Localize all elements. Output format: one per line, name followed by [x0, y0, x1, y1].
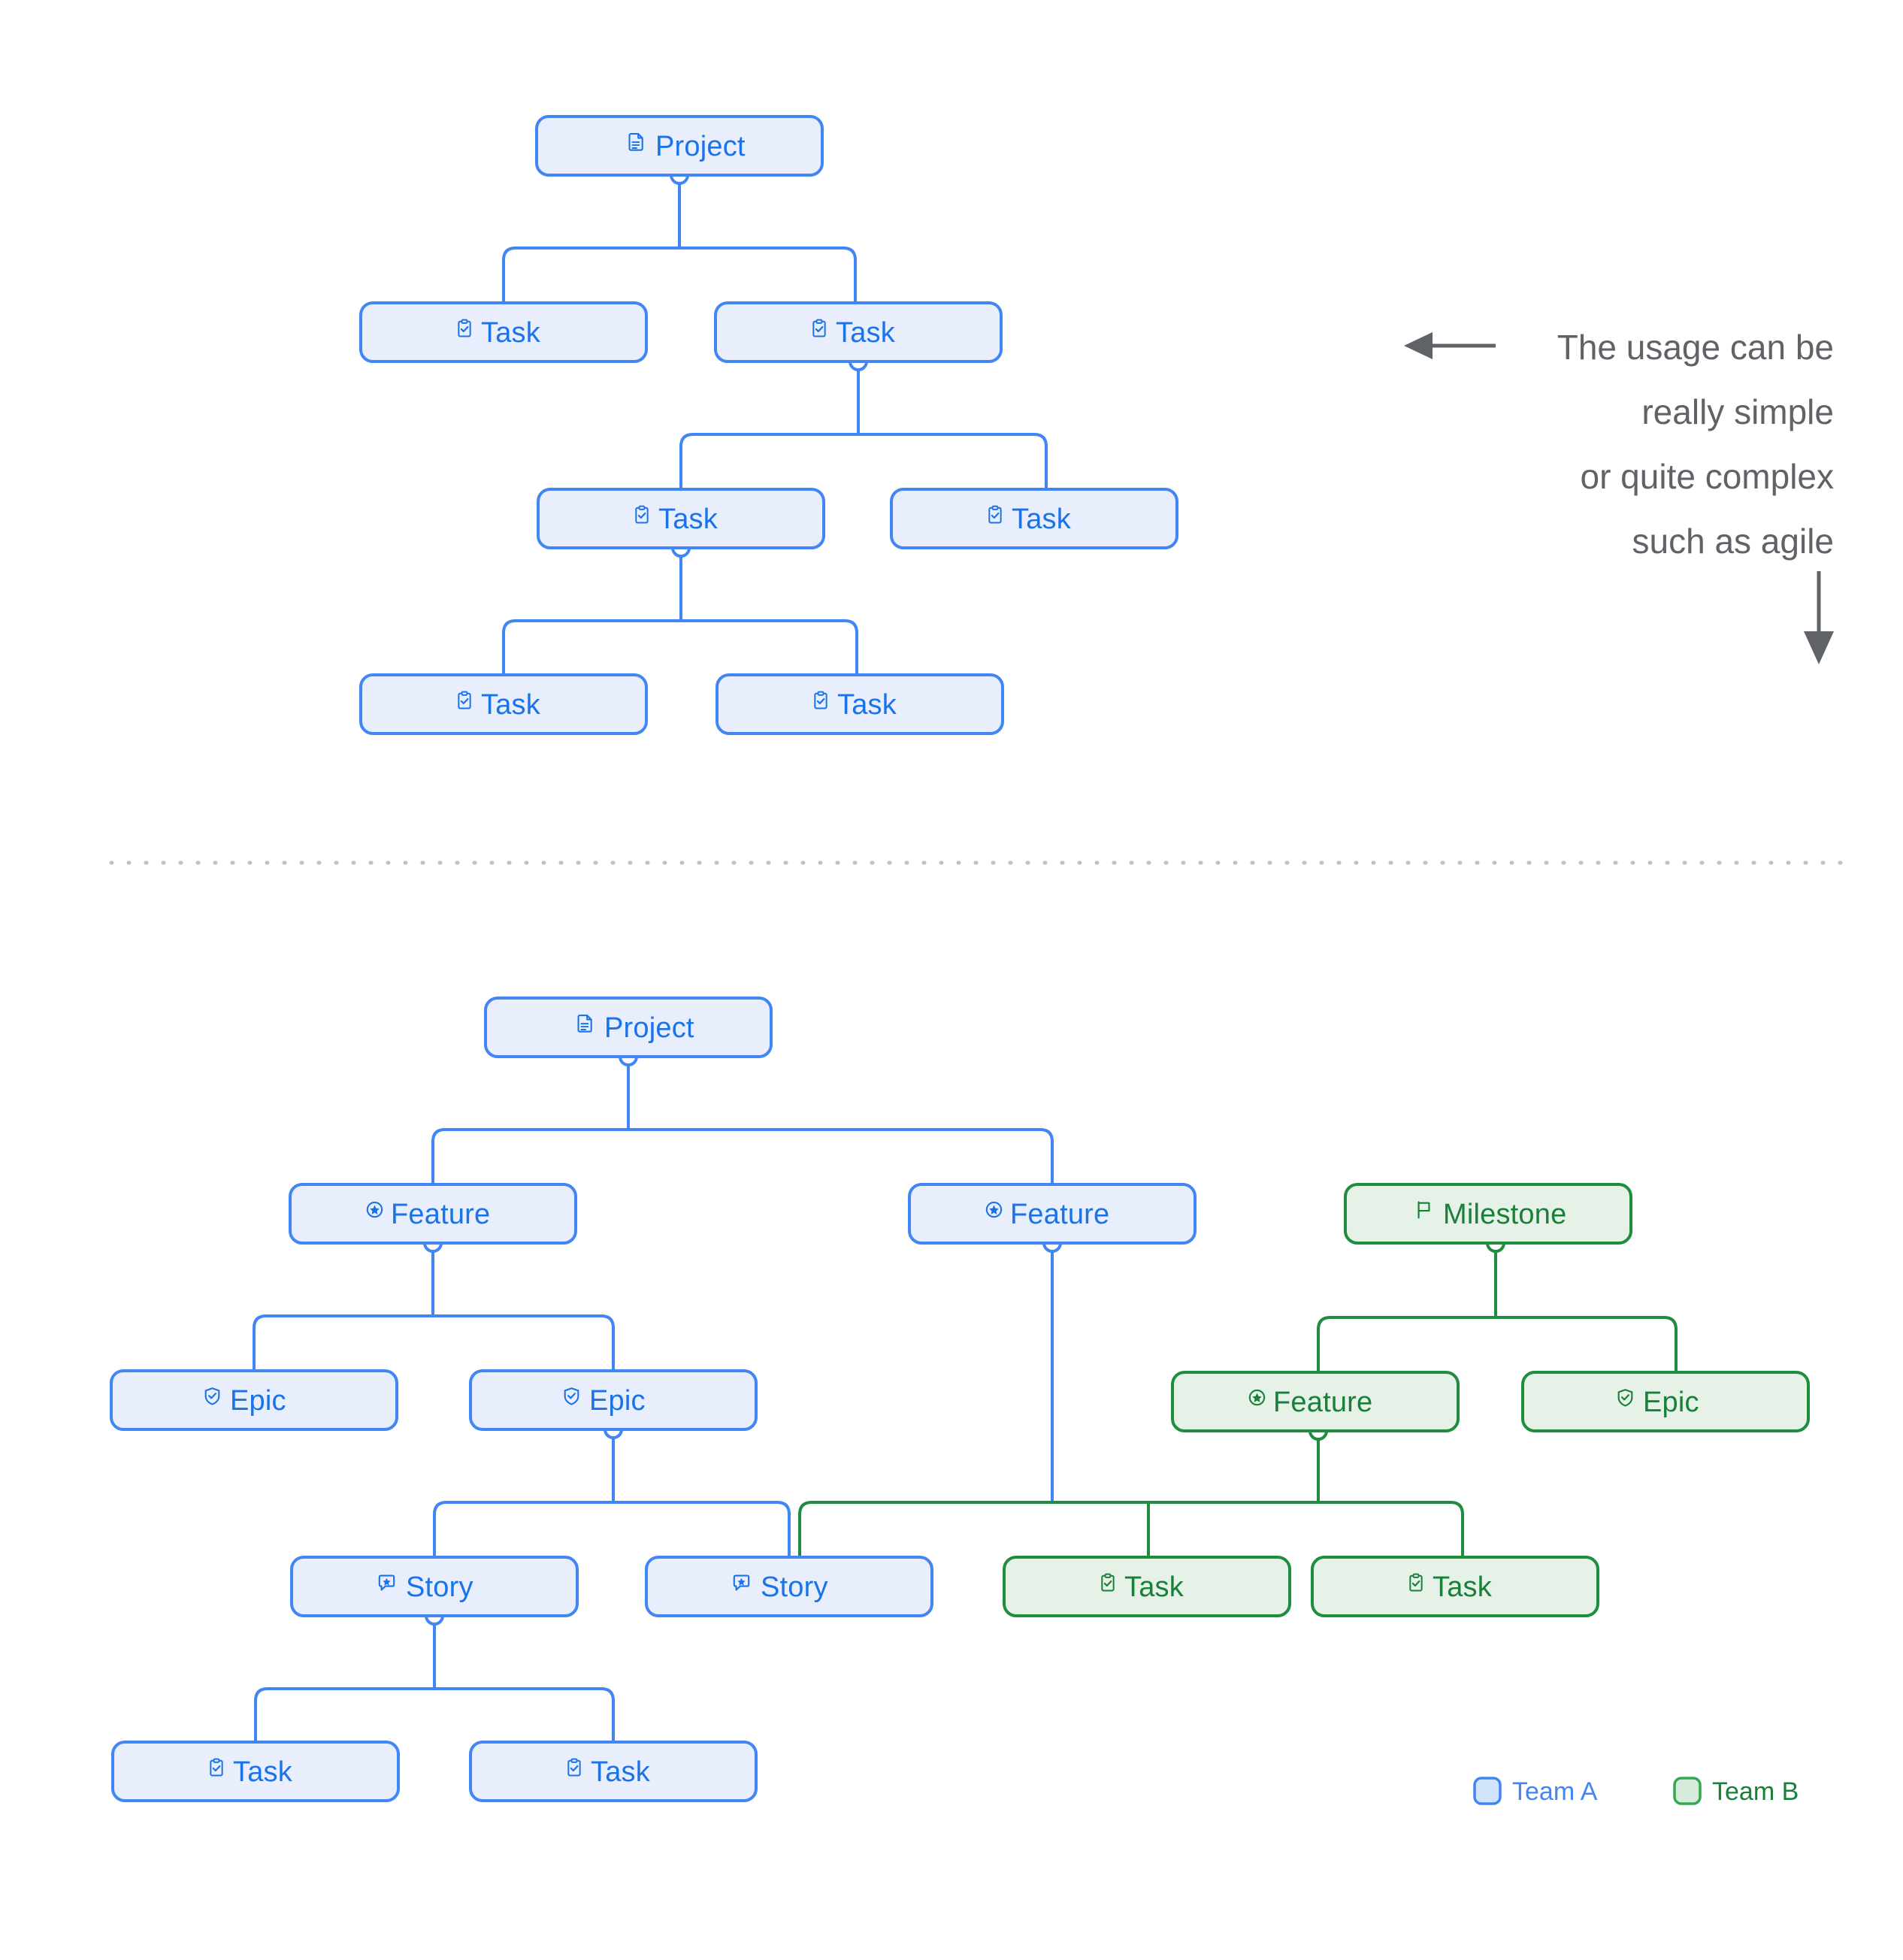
edge-bus-features [431, 1128, 1054, 1186]
node-label: Project [655, 131, 746, 162]
node-task[interactable]: Task [359, 673, 648, 735]
edge-bus-green-children [1317, 1316, 1678, 1374]
legend-item-team-a[interactable]: Team A [1473, 1777, 1598, 1806]
node-box[interactable] [484, 997, 773, 1058]
annotation-line-4: such as agile [1632, 522, 1835, 561]
node-story[interactable]: Story [290, 1556, 579, 1617]
edge-bus-s1 [502, 247, 857, 304]
node-box[interactable] [1171, 1371, 1460, 1432]
node-task[interactable]: Task [359, 301, 648, 363]
node-box[interactable] [1311, 1556, 1599, 1617]
legend-label: Team A [1512, 1777, 1598, 1806]
node-box[interactable] [111, 1741, 400, 1802]
node-task[interactable]: Task [716, 673, 1004, 735]
node-box[interactable] [289, 1183, 577, 1245]
node-label: Task [837, 689, 897, 721]
legend-item-team-b[interactable]: Team B [1673, 1777, 1799, 1806]
node-label: Story [406, 1571, 473, 1603]
node-box[interactable] [535, 115, 824, 177]
agile-diagram: Project Feature Feature Milestone Epic [110, 997, 1810, 1802]
arrow-down-icon [1804, 571, 1834, 664]
node-label: Task [658, 504, 719, 535]
legend-label: Team B [1712, 1777, 1799, 1806]
node-box[interactable] [290, 1556, 579, 1617]
node-label: Story [761, 1571, 828, 1603]
node-label: Task [1012, 504, 1072, 535]
annotation-block: The usage can be really simple or quite … [1404, 328, 1834, 664]
node-epic[interactable]: Epic [110, 1369, 398, 1431]
node-feature[interactable]: Feature [908, 1183, 1197, 1245]
node-task[interactable]: Task [537, 488, 825, 549]
node-label: Task [233, 1756, 293, 1788]
node-box[interactable] [908, 1183, 1197, 1245]
node-label: Feature [1273, 1387, 1372, 1418]
edge-bus-s5 [502, 619, 858, 676]
node-label: Task [481, 317, 541, 349]
node-label: Milestone [1443, 1199, 1566, 1230]
node-box[interactable] [469, 1741, 758, 1802]
node-task[interactable]: Task [1003, 1556, 1291, 1617]
node-box[interactable] [645, 1556, 933, 1617]
node-box[interactable] [890, 488, 1178, 549]
node-feature[interactable]: Feature [1171, 1371, 1460, 1432]
legend: Team A Team B [1473, 1777, 1799, 1806]
node-box[interactable] [359, 673, 648, 735]
edge-bus-tasks [254, 1687, 615, 1744]
node-label: Epic [589, 1385, 646, 1417]
node-story[interactable]: Story [645, 1556, 933, 1617]
node-box[interactable] [110, 1369, 398, 1431]
node-box[interactable] [469, 1369, 758, 1431]
node-box[interactable] [359, 301, 648, 363]
node-label: Epic [230, 1385, 286, 1417]
node-box[interactable] [1344, 1183, 1632, 1245]
edge-bus-s3 [679, 433, 1048, 491]
node-label: Feature [1010, 1199, 1109, 1230]
node-label: Task [836, 317, 896, 349]
node-task[interactable]: Task [111, 1741, 400, 1802]
node-task[interactable]: Task [890, 488, 1178, 549]
node-label: Task [481, 689, 541, 721]
node-milestone[interactable]: Milestone [1344, 1183, 1632, 1245]
legend-swatch [1673, 1777, 1702, 1805]
node-box[interactable] [1521, 1371, 1810, 1432]
node-feature[interactable]: Feature [289, 1183, 577, 1245]
edge-bus-epics [253, 1314, 615, 1372]
node-task[interactable]: Task [469, 1741, 758, 1802]
node-epic[interactable]: Epic [469, 1369, 758, 1431]
node-box[interactable] [1003, 1556, 1291, 1617]
node-box[interactable] [537, 488, 825, 549]
node-box[interactable] [716, 673, 1004, 735]
edge-bus-stories [433, 1501, 791, 1559]
legend-swatch [1473, 1777, 1502, 1805]
node-task[interactable]: Task [1311, 1556, 1599, 1617]
node-label: Epic [1643, 1387, 1699, 1418]
annotation-line-3: or quite complex [1581, 457, 1835, 496]
edge-green-bus [798, 1501, 1464, 1559]
arrow-left-icon [1404, 332, 1496, 359]
node-project[interactable]: Project [535, 115, 824, 177]
node-project[interactable]: Project [484, 997, 773, 1058]
node-box[interactable] [714, 301, 1003, 363]
node-label: Task [1124, 1571, 1184, 1603]
node-epic[interactable]: Epic [1521, 1371, 1810, 1432]
node-label: Feature [391, 1199, 490, 1230]
node-label: Task [591, 1756, 651, 1788]
annotation-line-1: The usage can be [1557, 328, 1834, 367]
node-label: Task [1433, 1571, 1493, 1603]
node-task[interactable]: Task [714, 301, 1003, 363]
simple-diagram: Project Task Task Task Task [359, 115, 1178, 735]
annotation-line-2: really simple [1641, 392, 1834, 431]
node-label: Project [604, 1012, 694, 1044]
